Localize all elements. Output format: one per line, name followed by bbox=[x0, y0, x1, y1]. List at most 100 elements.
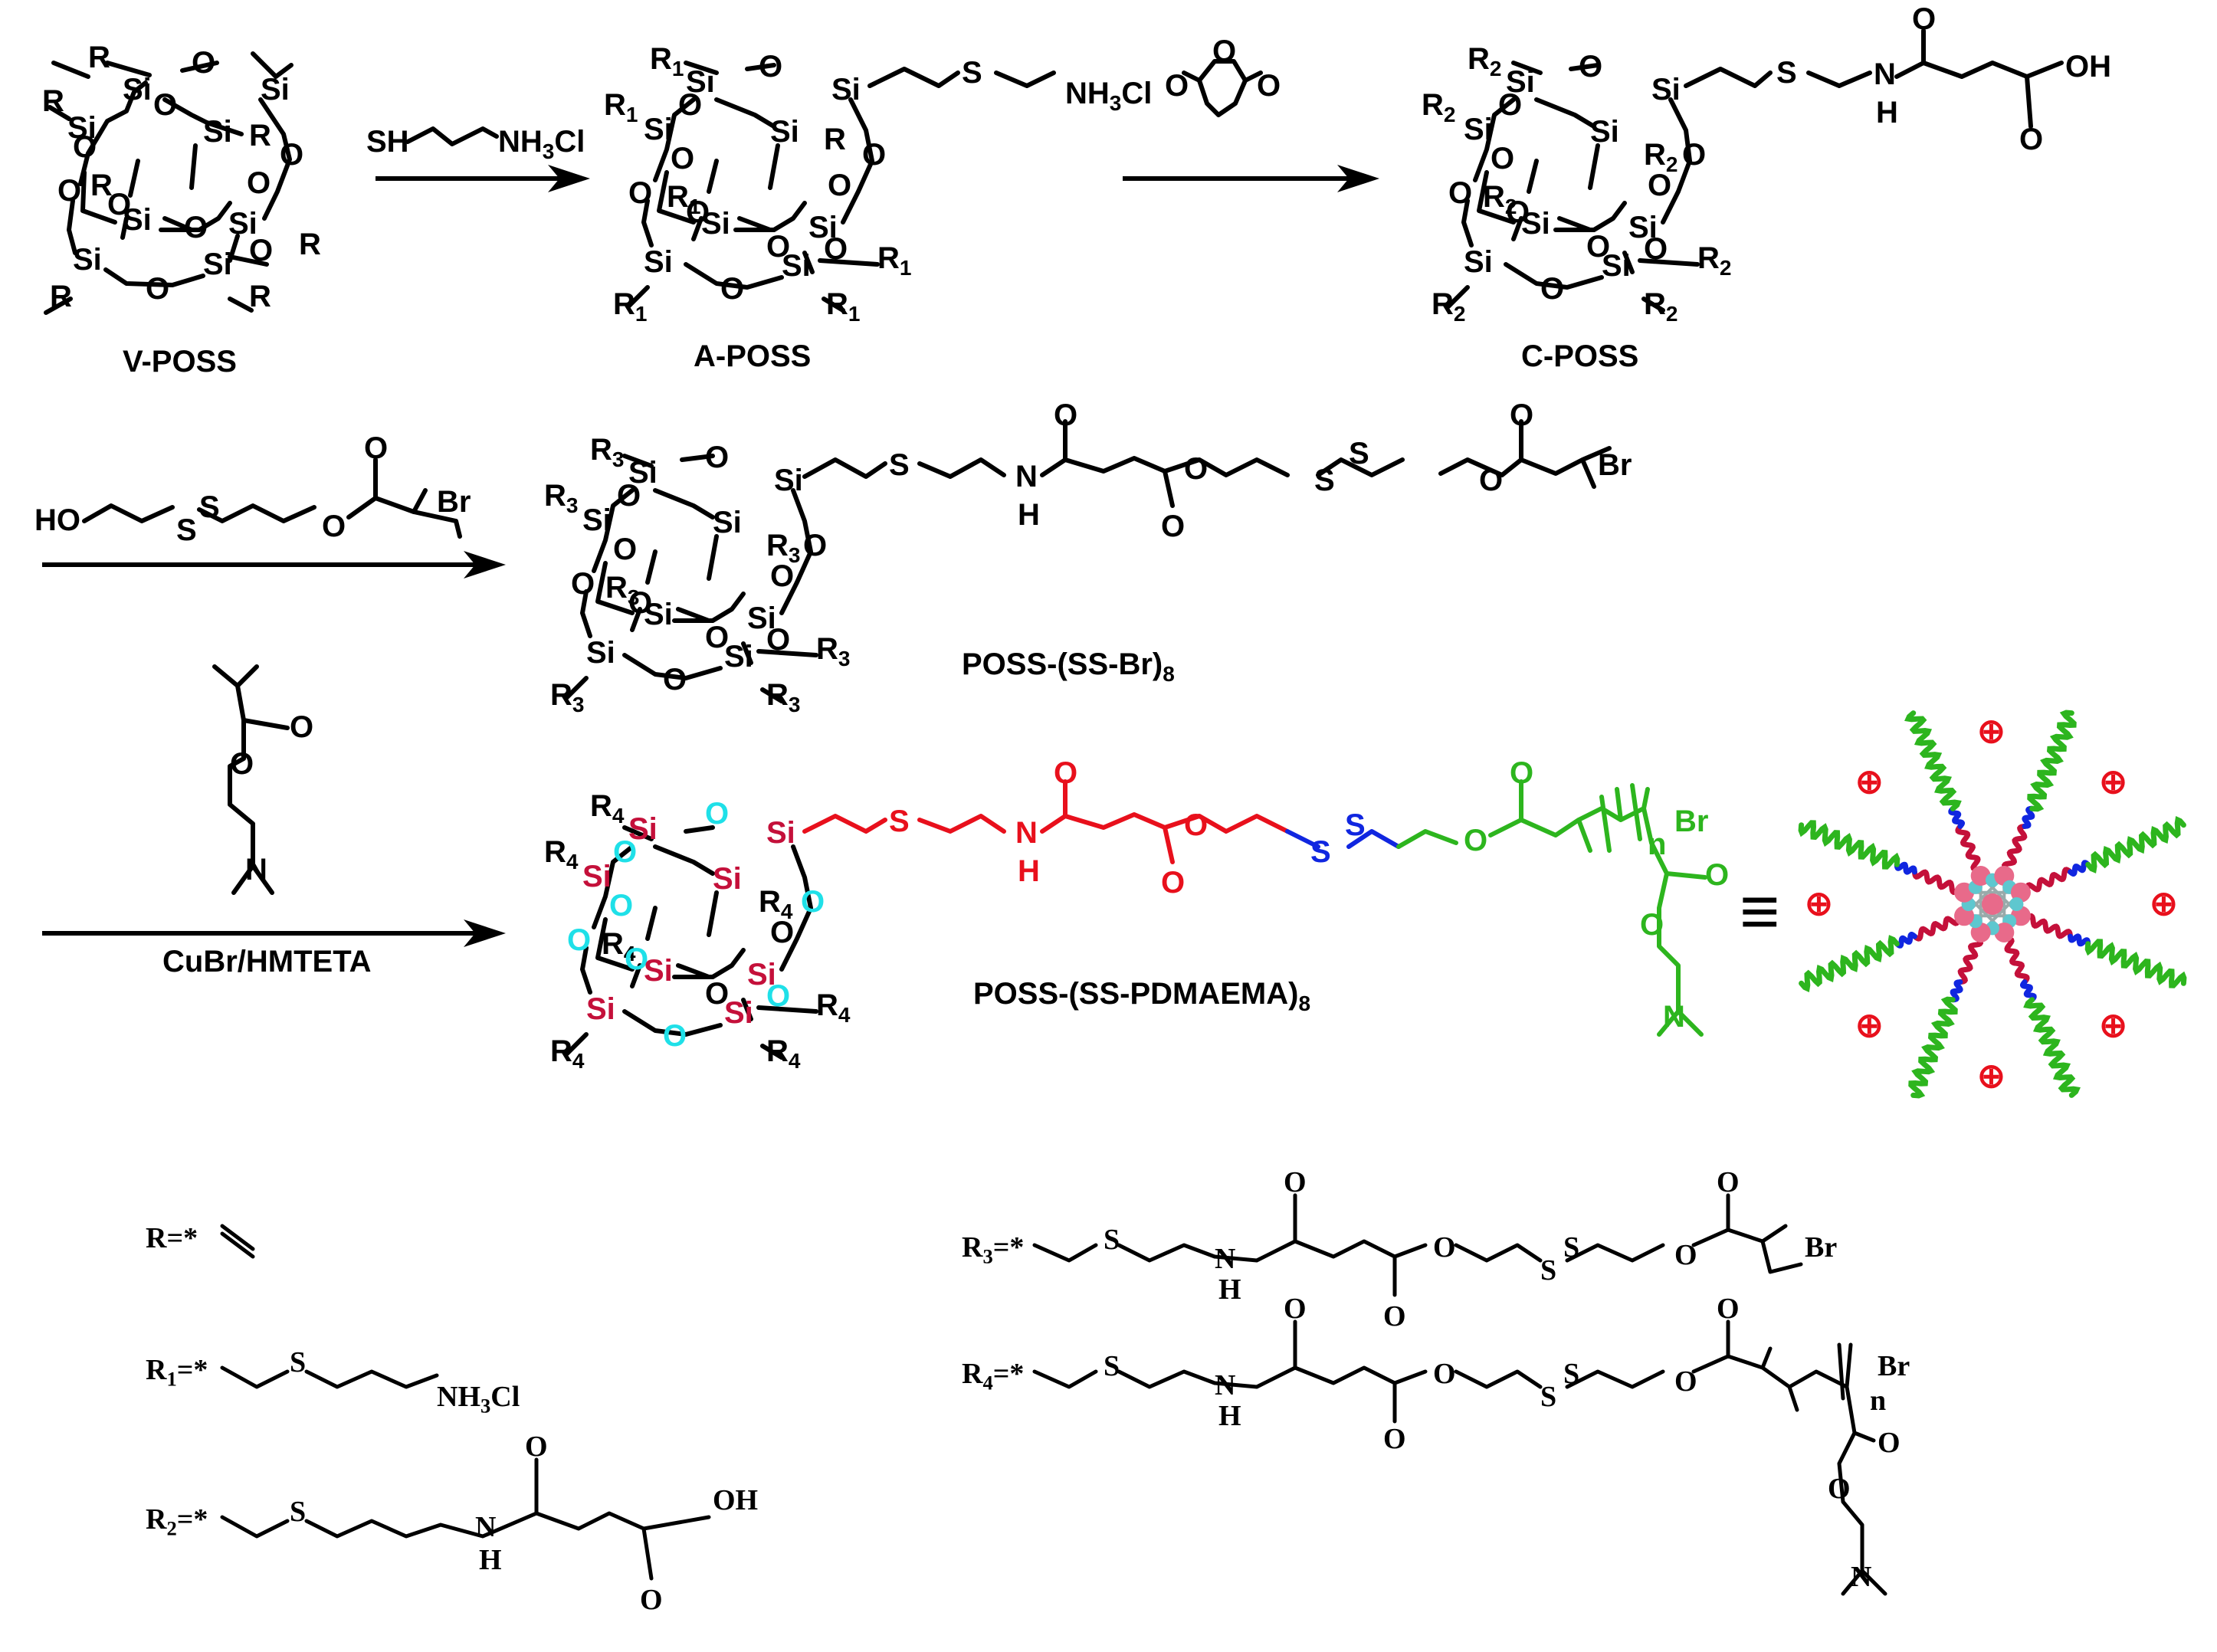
b-si-label: Si bbox=[774, 464, 803, 497]
c-si-label: Si bbox=[1602, 249, 1631, 283]
c-o-label: O bbox=[1498, 88, 1522, 122]
c-o-label: O bbox=[1644, 232, 1668, 266]
anhydride-o-label: O bbox=[1212, 34, 1236, 68]
a-r1-label: R1 bbox=[826, 287, 860, 326]
arm-disulfide-segment bbox=[1894, 932, 1917, 949]
positive-charge-icon: ⊕ bbox=[1977, 713, 2005, 750]
b-o-label: O bbox=[571, 567, 595, 601]
b-si-label: Si bbox=[586, 636, 615, 670]
p-h-label: H bbox=[1018, 854, 1040, 888]
r3-o-label: O bbox=[1383, 1300, 1406, 1332]
p-o-label: O bbox=[705, 797, 729, 831]
p-o-label: O bbox=[625, 942, 648, 976]
p-s-label: S bbox=[1345, 808, 1366, 842]
r1-definition: R1=* S NH3Cl bbox=[146, 1346, 520, 1417]
c-o-label: O bbox=[1648, 169, 1671, 202]
p-s-label: S bbox=[1310, 835, 1331, 869]
a-si-label: Si bbox=[770, 115, 799, 149]
o-label: O bbox=[364, 431, 388, 465]
v-si-label: Si bbox=[123, 203, 152, 237]
arm-disulfide-segment bbox=[1894, 861, 1917, 875]
r2-s-label: S bbox=[290, 1496, 306, 1528]
r2-def-label: R2=* bbox=[146, 1503, 208, 1539]
b-r3-label: R3 bbox=[550, 678, 584, 716]
c-oh-label: OH bbox=[2065, 50, 2111, 84]
v-o-label: O bbox=[107, 188, 131, 221]
p-o-label: O bbox=[1184, 808, 1208, 842]
p-r4-label: R4 bbox=[816, 988, 851, 1027]
arm-polymer-segment bbox=[1904, 710, 1962, 811]
r4-o-label: O bbox=[1828, 1473, 1851, 1505]
p-r4-label: R4 bbox=[544, 835, 579, 874]
v-r-label: R bbox=[90, 169, 113, 202]
r4-o-label: O bbox=[1284, 1293, 1307, 1325]
arrow-step-1: SH NH3Cl bbox=[366, 125, 590, 192]
b-o-label: O bbox=[766, 623, 790, 657]
c-si-label: Si bbox=[1506, 65, 1535, 99]
r3-s-label: S bbox=[1540, 1254, 1556, 1287]
r3-o-label: O bbox=[1717, 1166, 1740, 1198]
arm-polymer-segment bbox=[1799, 935, 1900, 992]
p-o-label: O bbox=[567, 923, 591, 957]
arm-disulfide-segment bbox=[2022, 805, 2035, 829]
r4-s-label: S bbox=[1104, 1350, 1120, 1382]
v-r-label: R bbox=[50, 280, 72, 313]
br-label: Br bbox=[437, 485, 471, 519]
r2-o-label: O bbox=[640, 1584, 663, 1616]
b-r3-label: R3 bbox=[590, 433, 624, 471]
p-o-label: O bbox=[1464, 824, 1487, 857]
nh3cl-label: NH3Cl bbox=[498, 125, 585, 163]
a-poss-structure: R1 O Si Si S NH3Cl R1 O Si Si R O O O O … bbox=[604, 42, 1152, 373]
b-o-label: O bbox=[1161, 510, 1185, 543]
b-s-label: S bbox=[1314, 464, 1335, 497]
a-r1-label: R1 bbox=[613, 287, 647, 326]
p-nh-label: N bbox=[1015, 816, 1038, 850]
v-poss-label: V-POSS bbox=[123, 345, 237, 379]
r3-br-label: Br bbox=[1805, 1231, 1837, 1264]
b-o-label: O bbox=[617, 479, 641, 513]
p-r4-label: R4 bbox=[602, 927, 636, 965]
a-o-label: O bbox=[686, 195, 710, 229]
b-o-label: O bbox=[1184, 452, 1208, 486]
v-o-label: O bbox=[73, 130, 97, 164]
b-si-label: Si bbox=[628, 456, 658, 490]
c-poss-structure: R2 O Si Si S N H O OH O R2 O Si Si R2 O … bbox=[1422, 2, 2111, 373]
arrow-step-2: O O O bbox=[1123, 34, 1379, 192]
r3-s-label: S bbox=[1104, 1224, 1120, 1256]
a-o-label: O bbox=[828, 169, 851, 202]
v-si-label: Si bbox=[228, 207, 257, 241]
a-r-label: R bbox=[824, 123, 846, 156]
c-r2-label: R2 bbox=[1483, 180, 1517, 218]
c-nh-label: N bbox=[1874, 57, 1896, 91]
a-o-label: O bbox=[678, 88, 702, 122]
c-si-label: Si bbox=[1651, 73, 1681, 107]
r3-o-label: O bbox=[1433, 1231, 1456, 1264]
catalyst-label: CuBr/HMTETA bbox=[162, 945, 372, 978]
v-r-label: R bbox=[42, 84, 64, 118]
o-label: O bbox=[322, 510, 346, 543]
c-si-label: Si bbox=[1521, 207, 1550, 241]
v-r-label: R bbox=[88, 41, 110, 74]
b-si-label: Si bbox=[713, 506, 742, 539]
a-nh3cl-label: NH3Cl bbox=[1065, 77, 1152, 115]
v-o-label: O bbox=[280, 138, 303, 172]
arm-polymer-segment bbox=[2023, 997, 2081, 1098]
r2-n-label: N bbox=[475, 1511, 496, 1543]
positive-charge-icon: ⊕ bbox=[1855, 1007, 1884, 1044]
r-definition: R=* bbox=[146, 1222, 255, 1259]
poss-ss-br-structure: R3 O Si Si S N H O O O S S O O Br R3 O S… bbox=[544, 398, 1632, 716]
b-o-label: O bbox=[628, 586, 652, 620]
r3-o-label: O bbox=[1674, 1239, 1697, 1271]
v-si-label: Si bbox=[203, 247, 232, 281]
sh-label: SH bbox=[366, 125, 409, 159]
a-o-label: O bbox=[862, 138, 886, 172]
b-r3-label: R3 bbox=[816, 632, 850, 670]
a-r1-label: R1 bbox=[667, 180, 700, 218]
v-si-label: Si bbox=[261, 73, 290, 107]
r4-h-label: H bbox=[1218, 1400, 1241, 1432]
arm-disulfide-segment bbox=[1950, 979, 1963, 1003]
poss-ss-br-label: POSS-(SS-Br)8 bbox=[962, 647, 1175, 686]
r4-def-label: R4=* bbox=[962, 1358, 1024, 1394]
b-br-label: Br bbox=[1598, 448, 1632, 482]
v-o-label: O bbox=[247, 166, 271, 200]
